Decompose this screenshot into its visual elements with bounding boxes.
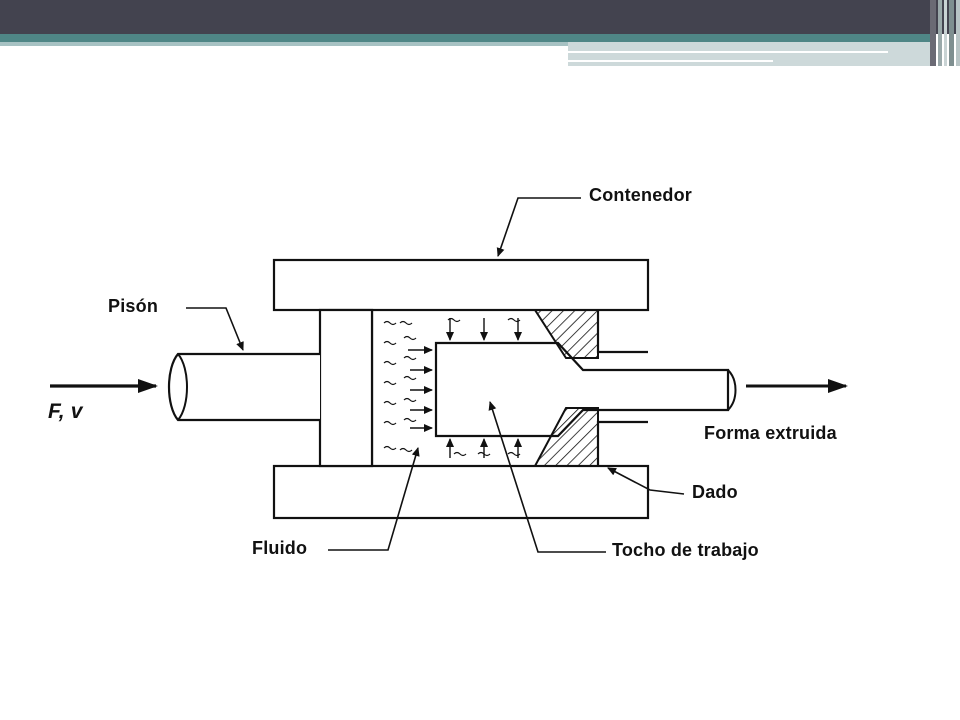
slide-accent-tab	[568, 42, 930, 66]
fluid-marks	[383, 317, 521, 457]
label-contenedor: Contenedor	[589, 185, 692, 205]
slide-header-bar	[0, 0, 960, 34]
slide-accent-line	[568, 60, 773, 62]
container-top-wall	[272, 258, 650, 312]
leader-dado	[607, 467, 685, 495]
leader-tocho	[488, 401, 606, 553]
label-fluido: Fluido	[252, 538, 308, 558]
extrusion-diagram: Contenedor Pisón F, v Forma extruida Dad…	[38, 168, 868, 578]
ram-head	[318, 308, 374, 468]
label-dado: Dado	[692, 482, 738, 502]
slide-accent-band	[0, 34, 930, 42]
die-lower	[533, 407, 599, 467]
slide-accent-line	[568, 51, 888, 53]
diagram-drawing	[50, 197, 848, 553]
ram-rod	[168, 352, 320, 422]
slide-corner-stripes	[930, 0, 960, 66]
label-pison: Pisón	[108, 296, 159, 316]
leader-pison	[186, 307, 244, 351]
pressure-arrows	[408, 318, 522, 458]
slide-accent-underline	[0, 42, 568, 46]
label-forma-extruida: Forma extruida	[704, 423, 837, 443]
leader-contenedor	[496, 197, 581, 257]
label-tocho: Tocho de trabajo	[612, 540, 759, 560]
die-upper	[533, 309, 599, 359]
label-force: F, v	[48, 400, 83, 423]
container-bottom-wall	[272, 464, 650, 520]
leader-fluido	[328, 447, 420, 551]
